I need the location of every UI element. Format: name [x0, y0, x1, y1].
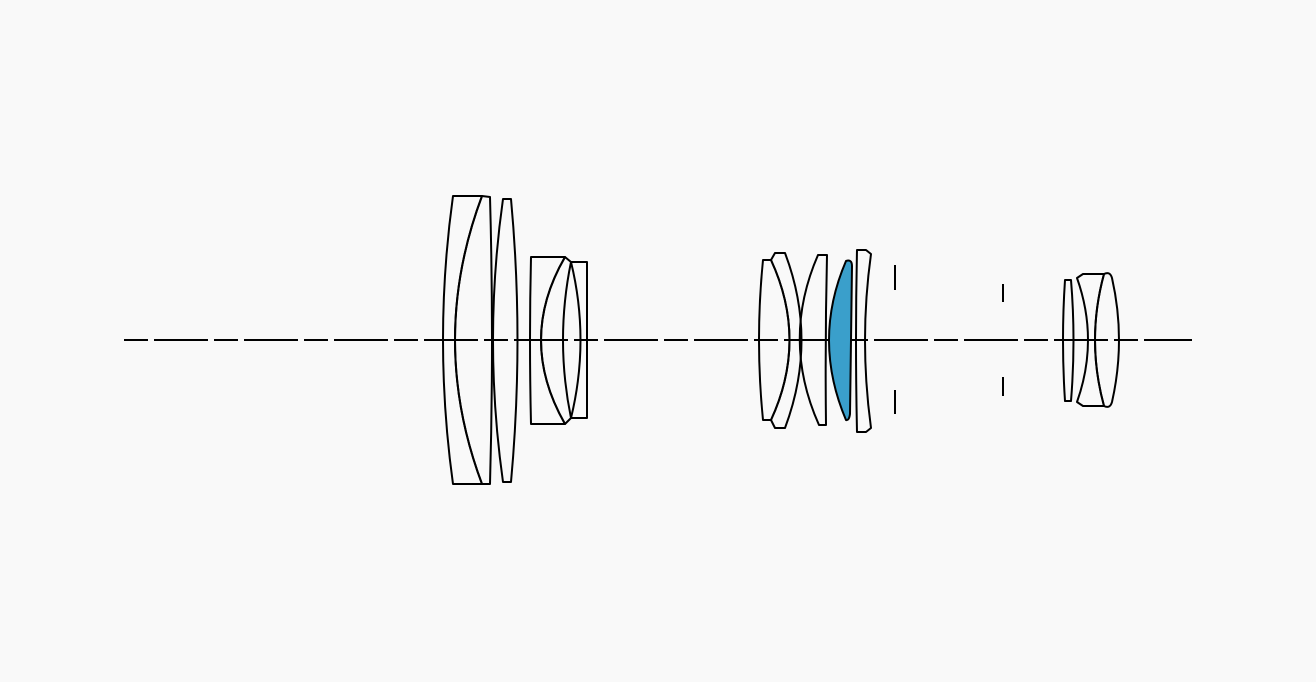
lens-element-6	[570, 261, 588, 419]
lens-element-14	[1094, 272, 1120, 408]
front-lens-group	[442, 195, 588, 485]
lens-element-12	[1062, 279, 1075, 402]
lens-element-3	[492, 198, 519, 483]
lens-element-5	[540, 256, 572, 425]
middle-lens-group	[758, 249, 872, 433]
lens-element-11	[855, 249, 872, 433]
lens-element-10-highlighted	[828, 259, 853, 422]
lens-element-2	[454, 195, 493, 485]
lens-element-8	[770, 252, 803, 429]
rear-lens-group	[1062, 272, 1120, 408]
lens-element-9	[798, 254, 828, 426]
